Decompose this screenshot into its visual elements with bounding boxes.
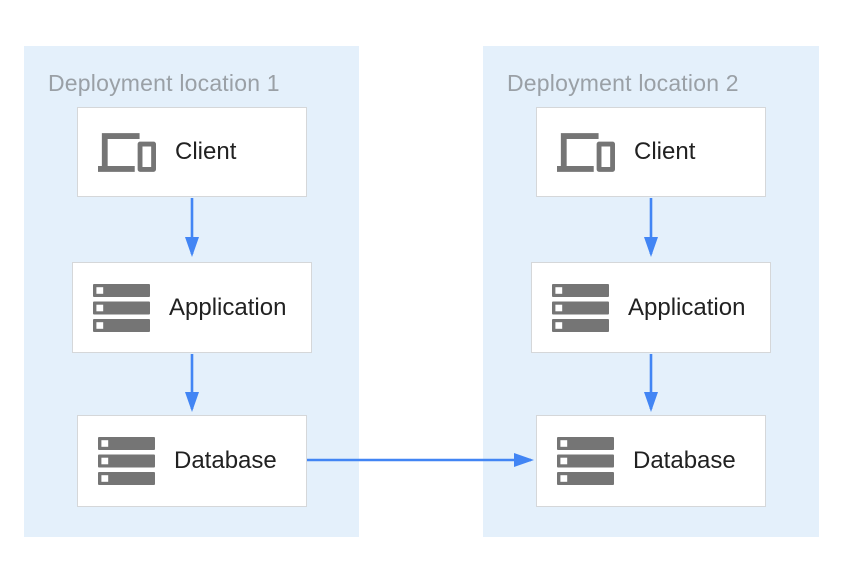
node-application-1: Application [72,262,312,353]
devices-icon [98,132,156,172]
node-label: Client [634,138,696,165]
node-label: Database [174,447,277,474]
server-stack-icon [93,283,150,332]
location-title: Deployment location 2 [507,70,739,96]
node-client-2: Client [536,107,766,197]
location-title: Deployment location 1 [48,70,280,96]
node-label: Database [633,447,736,474]
deployment-location-2-panel: Deployment location 2 Client [483,46,819,537]
node-database-2: Database [536,415,766,507]
server-stack-icon [557,437,614,485]
node-database-1: Database [77,415,307,507]
server-stack-icon [98,437,155,485]
devices-icon [557,132,615,172]
server-stack-icon [552,283,609,332]
node-label: Application [628,293,746,321]
node-label: Client [175,138,237,165]
node-client-1: Client [77,107,307,197]
node-application-2: Application [531,262,771,353]
node-label: Application [169,293,287,321]
deployment-location-1-panel: Deployment location 1 Client [24,46,359,537]
